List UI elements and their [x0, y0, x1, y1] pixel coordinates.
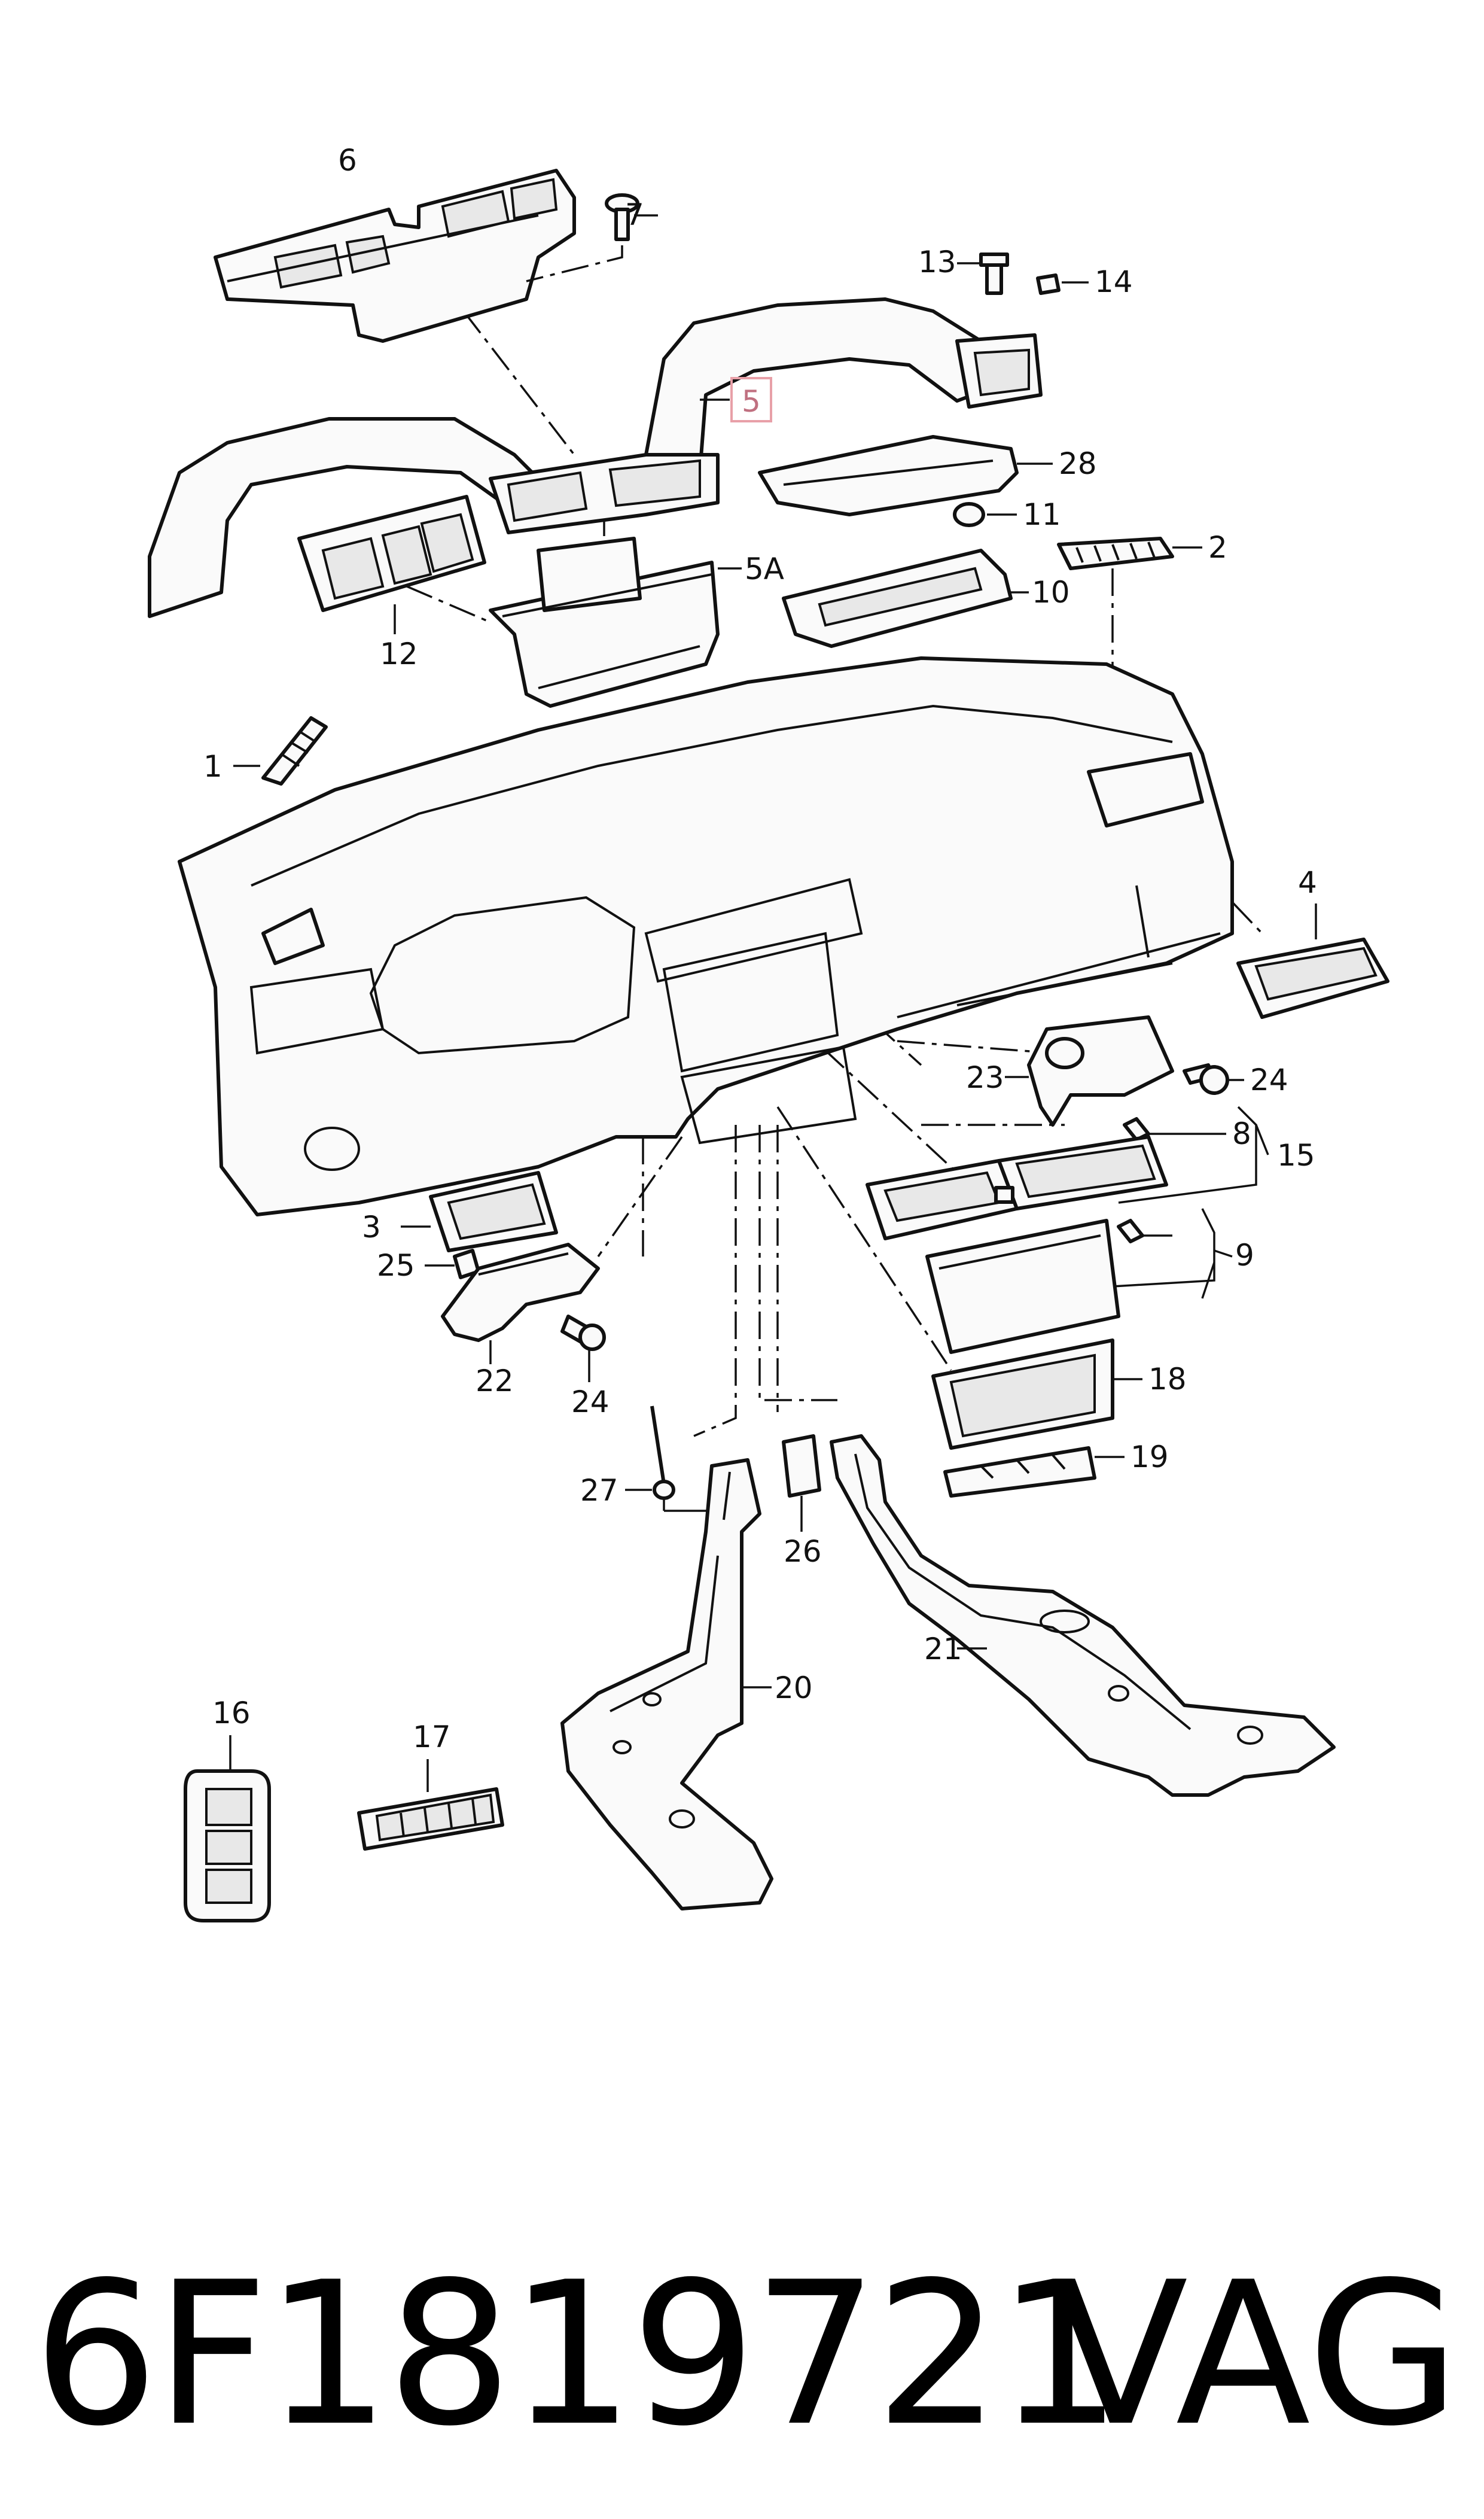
- callout-label: 18: [1148, 1362, 1187, 1397]
- callout-label: 1: [203, 749, 223, 784]
- part-28-bracket: [758, 435, 1053, 516]
- callout-brackets: [1112, 1106, 1269, 1299]
- callout-label: 21: [924, 1632, 962, 1666]
- part-14-nut: [1036, 273, 1089, 295]
- part-25-clip: [425, 1249, 480, 1279]
- callout-label: 6: [338, 143, 357, 178]
- part-21-footwell-duct: [830, 1434, 1336, 1797]
- part-8-clip-upper: [1123, 1117, 1226, 1142]
- callout-label: 7: [625, 197, 644, 232]
- part-24-bolt-left: [560, 1315, 606, 1382]
- part-16-vertical-vent: [184, 1735, 271, 1922]
- exploded-parts-diagram: 6 7 13 14 5 28 11 2 5A 10 12 1 4 23 24 8…: [148, 143, 1389, 1922]
- callout-label: 4: [1298, 865, 1317, 900]
- callout-label: 17: [413, 1720, 451, 1754]
- callout-label: 24: [571, 1385, 610, 1419]
- part-11-grommet: [953, 502, 1017, 527]
- callout-label: 22: [476, 1364, 514, 1398]
- callout-label: 2: [1208, 530, 1227, 565]
- part-15-center-vents: [866, 1135, 1168, 1240]
- callout-label: 27: [580, 1473, 618, 1508]
- callout-label: 19: [1130, 1440, 1169, 1474]
- callout-labels: 6 7 13 14 5 28 11 2 5A 10 12 1 4 23 24 8…: [203, 143, 1317, 1754]
- callout-label: 5A: [745, 552, 784, 586]
- callout-label: 11: [1023, 497, 1061, 532]
- part-5-air-duct: [148, 297, 1043, 618]
- part-6-upper-air-duct: [214, 169, 576, 343]
- part-22-small-duct: [441, 1243, 600, 1364]
- callout-label: 24: [1250, 1063, 1288, 1097]
- callout-label callout-5: 5: [742, 384, 761, 419]
- part-4-side-vent: [1236, 903, 1389, 1019]
- callout-label: 16: [212, 1696, 251, 1730]
- callout-label: 26: [784, 1534, 822, 1569]
- callout-label: 3: [362, 1210, 381, 1245]
- part-13-clip: [957, 252, 1009, 295]
- callout-label: 12: [380, 637, 418, 671]
- callout-label: 20: [775, 1671, 813, 1705]
- part-20-footwell-duct: [560, 1458, 773, 1910]
- part-7-screw: [526, 193, 658, 282]
- part-1-side-grille: [233, 716, 328, 786]
- part-24-bolt: [1183, 1063, 1244, 1095]
- part-10-duct-tray: [782, 549, 1029, 648]
- callout-label: 28: [1059, 446, 1097, 481]
- part-19-control-strip: [943, 1446, 1125, 1498]
- part-18-trim-frame: [931, 1338, 1142, 1450]
- callout-label: 14: [1095, 264, 1133, 299]
- callout-label: 23: [966, 1060, 1004, 1095]
- callout-label: 13: [918, 245, 956, 279]
- part-5a-center-housing: [489, 537, 742, 708]
- callout-label: 9: [1235, 1238, 1254, 1273]
- part-12-vent-frame: [297, 495, 486, 634]
- callout-label: 10: [1032, 575, 1070, 610]
- callout-label: 8: [1232, 1116, 1251, 1151]
- callout-5-highlight-box: [730, 377, 772, 422]
- part-26-cover-cap: [782, 1434, 821, 1532]
- callout-label: 25: [377, 1248, 415, 1283]
- callout-label: 15: [1277, 1138, 1315, 1173]
- brand-name: VAG: [1053, 2240, 1460, 2469]
- part-17-horizontal-vent: [357, 1759, 504, 1851]
- part-23-bracket: [1005, 1015, 1174, 1127]
- part-number: 6F1819721: [33, 2240, 1122, 2469]
- part-8-clip-lower: [1117, 1219, 1172, 1243]
- part-9-display-frame: [925, 1219, 1120, 1354]
- part-2-grille: [1057, 537, 1202, 570]
- dashboard-panel: [178, 656, 1234, 1216]
- part-3-left-vent: [401, 1171, 558, 1252]
- part-27-cable-tie: [625, 1405, 718, 1512]
- footer: 6F1819721 VAG: [0, 2166, 1484, 2501]
